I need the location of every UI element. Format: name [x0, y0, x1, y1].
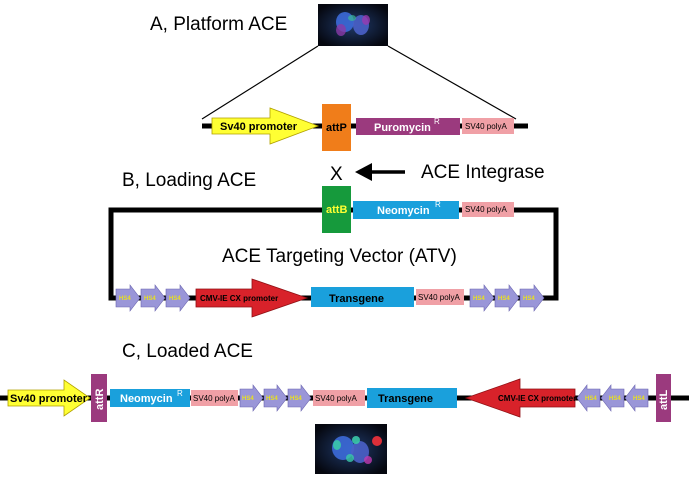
- loaded-transgene-label: Transgene: [378, 393, 433, 405]
- hs4-label: HS4: [498, 296, 510, 302]
- platform-polya-box: [462, 118, 514, 134]
- loaded-polya-1-box: [191, 390, 238, 406]
- hs4-label: HS4: [242, 396, 254, 402]
- hs4-arrow: [576, 384, 601, 412]
- atv-title: ACE Targeting Vector (ATV): [222, 246, 457, 267]
- loaded-neomycin-box: [110, 389, 190, 407]
- atv-neomycin-box: [353, 201, 459, 219]
- hs4-arrow: [287, 384, 312, 412]
- puromycin-label: Puromycin: [374, 122, 431, 134]
- hs4-arrow: [624, 384, 649, 412]
- loaded-cmv-promoter-arrow: [464, 378, 576, 418]
- hs4-label: HS4: [290, 396, 302, 402]
- atv-hs4-right-group: HS4 HS4 HS4: [469, 284, 545, 312]
- puromycin-resistance-superscript: R: [434, 117, 440, 126]
- platform-polya-label: SV40 polyA: [465, 122, 507, 131]
- atv-transgene-box: [311, 287, 414, 307]
- hs4-arrow: [140, 284, 166, 312]
- loaded-transgene-box: [367, 388, 457, 408]
- loaded-polya-1-label: SV40 polyA: [193, 394, 235, 403]
- attl-box: [656, 374, 671, 422]
- hs4-label: HS4: [144, 296, 156, 302]
- hs4-arrow: [239, 384, 264, 412]
- section-b-title: B, Loading ACE: [122, 170, 256, 191]
- hs4-label: HS4: [266, 396, 278, 402]
- hs4-arrow: [494, 284, 520, 312]
- attp-label: attP: [326, 122, 347, 134]
- loaded-neomycin-label: Neomycin: [120, 393, 173, 405]
- loaded-sv40-promoter-arrow: [7, 379, 91, 417]
- loaded-hs4-right-group: HS4 HS4 HS4: [576, 384, 649, 412]
- attp-box: [322, 104, 351, 151]
- platform-sv40-promoter-label: Sv40 promoter: [220, 121, 298, 133]
- hs4-arrow: [519, 284, 545, 312]
- attr-box: [91, 374, 107, 422]
- zoom-line-left: [201, 45, 319, 120]
- attb-label: attB: [326, 204, 347, 216]
- loaded-neomycin-resistance-superscript: R: [177, 389, 183, 398]
- atv-polya-top-label: SV40 polyA: [465, 205, 507, 214]
- hs4-label: HS4: [609, 396, 621, 402]
- hs4-label: HS4: [633, 396, 645, 402]
- section-a-title: A, Platform ACE: [150, 14, 287, 35]
- loaded-hs4-left-group: HS4 HS4 HS4: [239, 384, 312, 412]
- atv-neomycin-resistance-superscript: R: [435, 200, 441, 209]
- micrograph-top: [318, 4, 388, 46]
- hs4-label: HS4: [523, 296, 535, 302]
- hs4-label: HS4: [585, 396, 597, 402]
- integrase-arrow-head: [355, 163, 372, 181]
- loaded-polya-2-label: SV40 polyA: [315, 394, 357, 403]
- hs4-arrow: [600, 384, 625, 412]
- attb-box: [322, 186, 351, 233]
- attr-label: attR: [94, 389, 106, 410]
- hs4-arrow: [115, 284, 141, 312]
- loaded-polya-2-box: [313, 390, 365, 406]
- loaded-cmv-promoter-label: CMV-IE CX promoter: [498, 394, 576, 403]
- hs4-arrow: [469, 284, 495, 312]
- atv-neomycin-label: Neomycin: [377, 205, 430, 217]
- hs4-arrow: [263, 384, 288, 412]
- loaded-sv40-promoter-label: Sv40 promoter: [10, 393, 88, 405]
- platform-sv40-promoter-arrow: [211, 107, 320, 145]
- hs4-arrow: [165, 284, 191, 312]
- atv-transgene-label: Transgene: [329, 293, 384, 305]
- integrase-label: ACE Integrase: [421, 162, 545, 183]
- zoom-line-right: [387, 45, 517, 120]
- puromycin-box: [356, 118, 460, 135]
- hs4-label: HS4: [169, 296, 181, 302]
- atv-polya-bottom-label: SV40 polyA: [418, 293, 460, 302]
- section-c-title: C, Loaded ACE: [122, 341, 253, 362]
- hs4-label: HS4: [119, 296, 131, 302]
- recombination-cross: X: [330, 164, 343, 185]
- atv-cmv-promoter-arrow: [195, 278, 309, 318]
- atv-polya-bottom-box: [416, 289, 464, 305]
- atv-hs4-left-group: HS4 HS4 HS4: [115, 284, 191, 312]
- atv-cmv-promoter-label: CMV-IE CX promoter: [200, 294, 278, 303]
- hs4-label: HS4: [473, 296, 485, 302]
- attl-label: attL: [658, 390, 670, 410]
- atv-polya-top-box: [462, 202, 514, 217]
- micrograph-bottom: [315, 424, 387, 474]
